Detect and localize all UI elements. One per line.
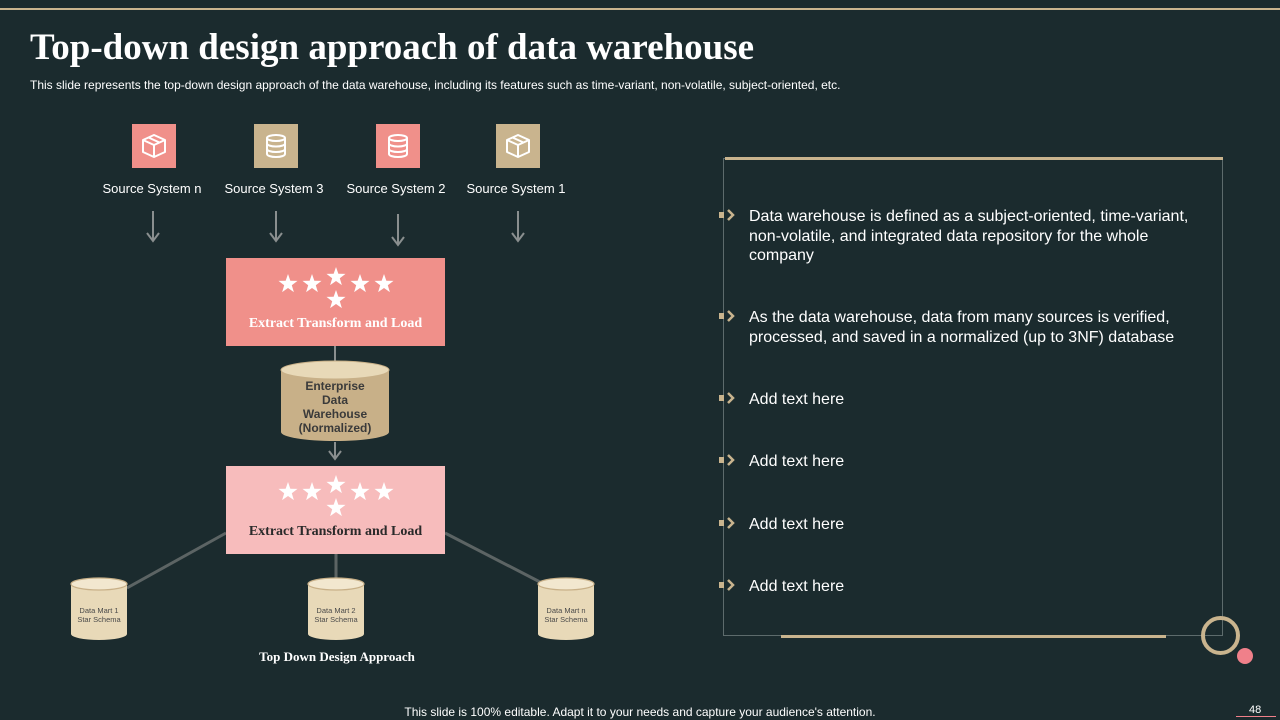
source-label-1: Source System 1	[466, 181, 566, 196]
bullet-text: As the data warehouse, data from many so…	[749, 309, 1175, 346]
bullet-item-4: Add text here	[719, 452, 1189, 472]
page-number-underline	[1236, 716, 1276, 717]
etl-box-bottom: Extract Transform and Load	[226, 466, 445, 554]
warehouse-label: Enterprise Data Warehouse (Normalized)	[298, 379, 372, 435]
bullet-item-2: As the data warehouse, data from many so…	[719, 308, 1189, 347]
bullet-item-5: Add text here	[719, 515, 1189, 535]
decorative-dot	[1237, 648, 1253, 664]
arrowhead-source-2	[391, 236, 405, 247]
bullet-item-3: Add text here	[719, 390, 1189, 410]
arrowhead-source-3	[269, 232, 283, 243]
database-icon	[254, 124, 298, 168]
bullet-text: Data warehouse is defined as a subject-o…	[749, 208, 1189, 264]
bullet-text: Add text here	[749, 391, 845, 408]
etl-box-top: Extract Transform and Load	[226, 258, 445, 346]
etl-top-label: Extract Transform and Load	[248, 316, 423, 331]
etl-to-mart-n-line	[444, 531, 541, 584]
arrowhead-source-1	[511, 232, 525, 243]
etl-bottom-label: Extract Transform and Load	[248, 524, 423, 539]
mart-n-cylinder	[537, 577, 595, 640]
stars-icon	[277, 267, 394, 309]
cube-icon	[496, 124, 540, 168]
page-number: 48	[1249, 704, 1262, 716]
arrowhead-source-n	[146, 232, 160, 243]
cube-icon	[132, 124, 176, 168]
bullet-arrow-icon	[719, 453, 749, 469]
bullet-arrow-icon	[719, 578, 749, 594]
etl-to-mart-1-line	[126, 531, 227, 590]
mart-n-label: Data Mart n Star Schema	[544, 606, 588, 624]
slide-footer: This slide is 100% editable. Adapt it to…	[404, 705, 876, 719]
bullet-arrow-icon	[719, 309, 749, 325]
source-label-2: Source System 2	[346, 181, 446, 196]
slide-title: Top-down design approach of data warehou…	[30, 27, 755, 68]
diagram-caption: Top Down Design Approach	[259, 649, 415, 664]
bullet-arrow-icon	[719, 208, 749, 224]
mart-1-cylinder	[70, 577, 128, 640]
bullet-arrow-icon	[719, 391, 749, 407]
bullet-item-6: Add text here	[719, 577, 1189, 597]
slide-subtitle: This slide represents the top-down desig…	[30, 78, 841, 92]
bullet-item-1: Data warehouse is defined as a subject-o…	[719, 207, 1189, 266]
bullet-arrow-icon	[719, 516, 749, 532]
mart-2-cylinder	[307, 577, 365, 640]
mart-1-label: Data Mart 1 Star Schema	[77, 606, 121, 624]
bullet-text: Add text here	[749, 453, 845, 470]
decorative-ring	[1201, 616, 1240, 655]
mart-2-label: Data Mart 2 Star Schema	[314, 606, 358, 624]
bullet-text: Add text here	[749, 516, 845, 533]
warehouse-to-etl-arrowhead	[328, 450, 342, 461]
top-rule	[0, 8, 1280, 10]
stars-icon	[277, 475, 394, 517]
bullet-text: Add text here	[749, 578, 845, 595]
warehouse-cylinder	[280, 360, 390, 441]
panel-top-accent	[725, 157, 1223, 160]
source-label-3: Source System 3	[224, 181, 324, 196]
panel-bottom-accent	[781, 635, 1166, 638]
source-label-n: Source System n	[102, 181, 202, 196]
database-icon	[376, 124, 420, 168]
